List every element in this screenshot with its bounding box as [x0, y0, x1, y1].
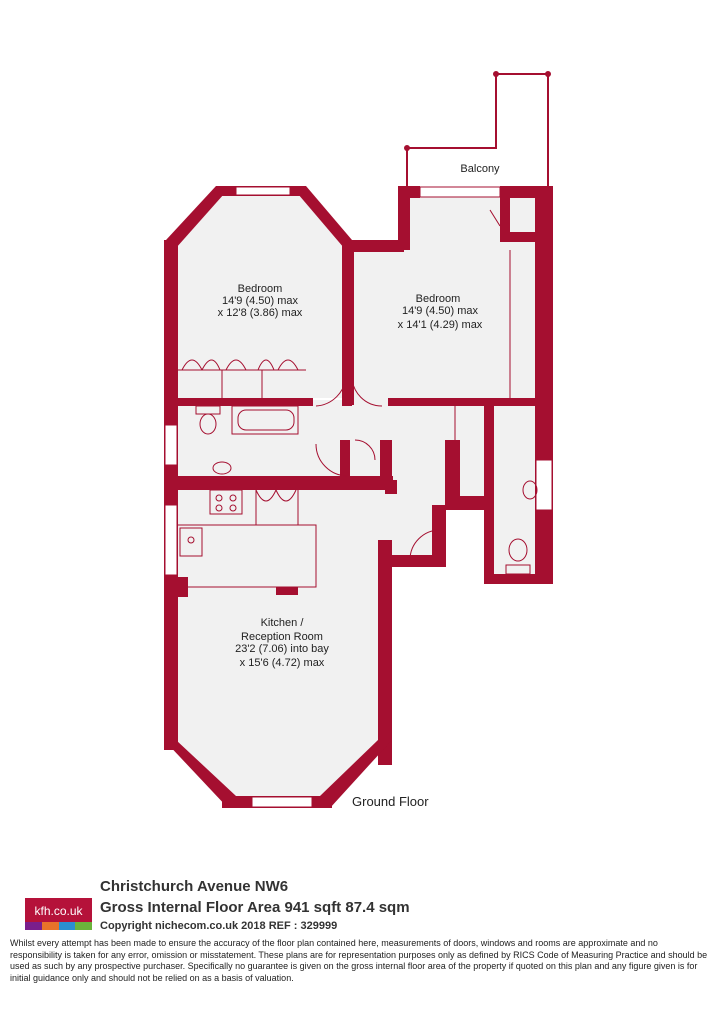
kitchen-reception-floor: [172, 490, 390, 800]
bedroom-right-name: Bedroom: [416, 293, 461, 305]
disclaimer-text: Whilst every attempt has been made to en…: [10, 938, 708, 983]
bedroom-right-size1: 14'9 (4.50) max: [402, 305, 479, 317]
floor-name: Ground Floor: [352, 794, 429, 809]
fixtures: [178, 209, 538, 588]
windows: [164, 186, 553, 808]
bedroom-right-floor: [346, 188, 548, 400]
kitchen-size2: x 15'6 (4.72) max: [240, 657, 325, 669]
bedroom-left-size1: 14'9 (4.50) max: [222, 295, 299, 307]
logo-bar-segment: [41, 922, 59, 930]
property-address: Christchurch Avenue NW6: [100, 878, 289, 895]
bedroom-left-floor: [172, 190, 346, 398]
kitchen-name-line1: Kitchen /: [261, 617, 305, 629]
logo-text: kfh.co.uk: [34, 904, 83, 918]
logo-bar-segment: [58, 922, 76, 930]
balcony-label: Balcony: [460, 163, 500, 175]
bedroom-right-size2: x 14'1 (4.29) max: [398, 319, 483, 331]
copyright-line: Copyright nichecom.co.uk 2018 REF : 3299…: [100, 920, 338, 932]
bedroom-left-size2: x 12'8 (3.86) max: [218, 307, 303, 319]
gross-internal-area: Gross Internal Floor Area 941 sqft 87.4 …: [100, 899, 410, 916]
logo-bar-segment: [25, 922, 42, 930]
logo-bar-segment: [75, 922, 92, 930]
kitchen-name-line2: Reception Room: [241, 631, 323, 643]
logo-color-bar: [25, 922, 92, 930]
bedroom-left-name: Bedroom: [238, 283, 283, 295]
kfh-logo: kfh.co.uk: [25, 898, 92, 930]
floor-plan: Bedroom 14'9 (4.50) max x 12'8 (3.86) ma…: [164, 71, 553, 809]
room-labels: Bedroom 14'9 (4.50) max x 12'8 (3.86) ma…: [218, 163, 500, 809]
kitchen-size1: 23'2 (7.06) into bay: [235, 643, 329, 655]
balcony-outline: [404, 71, 551, 188]
shower-room-floor: [490, 400, 548, 580]
